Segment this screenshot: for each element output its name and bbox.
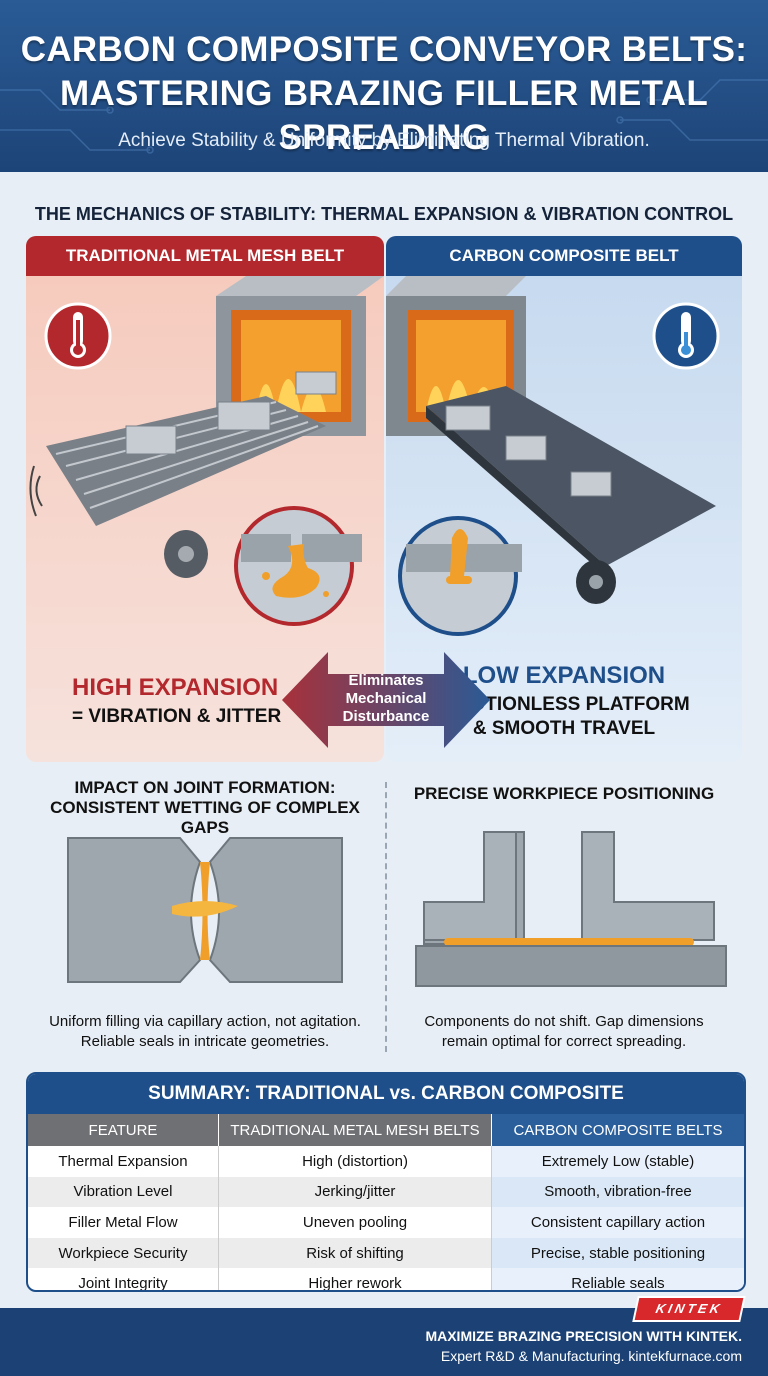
mesh-belt-illustration <box>29 371 337 578</box>
thermometer-cold-icon <box>652 302 720 370</box>
table-cell: High (distortion) <box>218 1146 492 1177</box>
low-expansion-subline-2: & SMOOTH TRAVEL <box>472 718 656 739</box>
high-expansion-headline: HIGH EXPANSION <box>72 674 279 701</box>
table-header-row: FEATURE TRADITIONAL METAL MESH BELTS CAR… <box>28 1114 744 1146</box>
arrow-line-2: Mechanical <box>345 690 427 707</box>
table-cell: Joint Integrity <box>78 1275 168 1292</box>
joint-gap-illustration <box>67 837 343 983</box>
joint-formation-heading: IMPACT ON JOINT FORMATION: CONSISTENT WE… <box>26 778 384 838</box>
table-cell: Consistent capillary action <box>491 1207 744 1238</box>
joint-caption-line-2: Reliable seals in intricate geometries. <box>80 1033 330 1050</box>
positioning-caption-line-2: remain optimal for correct spreading. <box>441 1033 687 1050</box>
footer-tagline: MAXIMIZE BRAZING PRECISION WITH KINTEK. <box>425 1328 742 1344</box>
double-arrow-icon <box>282 652 490 748</box>
carbon-belt-illustration <box>386 276 720 636</box>
arrow-line-3: Disturbance <box>342 708 430 725</box>
page-title: CARBON COMPOSITE CONVEYOR BELTS: MASTERI… <box>0 28 768 160</box>
joint-caption: Uniform filling via capillary action, no… <box>26 1012 384 1052</box>
low-expansion-subline-1: = MOTIONLESS PLATFORM <box>438 694 690 715</box>
summary-title: SUMMARY: TRADITIONAL vs. CARBON COMPOSIT… <box>28 1074 744 1114</box>
table-cell: Smooth, vibration-free <box>491 1176 744 1208</box>
header-banner <box>0 0 768 172</box>
table-row: Thermal Expansion High (distortion) Extr… <box>28 1146 744 1177</box>
table-cell: Workpiece Security <box>28 1237 219 1269</box>
positioning-caption: Components do not shift. Gap dimensions … <box>386 1012 742 1052</box>
table-cell: Higher rework <box>218 1268 492 1290</box>
table-cell: Uneven pooling <box>218 1207 492 1238</box>
positioning-caption-line-1: Components do not shift. Gap dimensions <box>424 1013 704 1030</box>
circuit-pattern <box>0 79 768 154</box>
thermometer-hot-icon <box>44 302 112 370</box>
table-row: Workpiece Security Risk of shifting Prec… <box>28 1237 744 1269</box>
table-cell: Filler Metal Flow <box>68 1213 178 1231</box>
table-cell: Extremely Low (stable) <box>491 1146 744 1177</box>
high-expansion-subline: = VIBRATION & JITTER <box>72 706 282 727</box>
traditional-belt-illustration <box>29 276 384 626</box>
joint-heading-line-2: CONSISTENT WETTING OF COMPLEX GAPS <box>50 798 360 837</box>
low-expansion-headline: LOW EXPANSION <box>462 662 666 689</box>
uneven-filler-zoom <box>234 506 362 626</box>
table-cell: Precise, stable positioning <box>491 1237 744 1269</box>
table-cell: Risk of shifting <box>218 1237 492 1269</box>
table-row: Vibration Level Jerking/jitter Smooth, v… <box>28 1176 744 1208</box>
table-cell: Vibration Level <box>28 1176 219 1208</box>
page-subtitle: Achieve Stability & Uniformity by Elimin… <box>118 130 650 151</box>
summary-table-card: SUMMARY: TRADITIONAL vs. CARBON COMPOSIT… <box>26 1072 746 1292</box>
positioning-heading: PRECISE WORKPIECE POSITIONING <box>413 784 715 803</box>
table-cell: Thermal Expansion <box>58 1152 188 1170</box>
traditional-belt-label: TRADITIONAL METAL MESH BELT <box>26 236 384 276</box>
summary-table: FEATURE TRADITIONAL METAL MESH BELTS CAR… <box>28 1114 744 1292</box>
arrow-line-1: Eliminates <box>348 672 424 689</box>
mechanics-heading: THE MECHANICS OF STABILITY: THERMAL EXPA… <box>34 204 734 224</box>
section-divider <box>385 782 387 1052</box>
table-cell: Reliable seals <box>491 1268 744 1290</box>
carbon-belt-panel: CARBON COMPOSITE BELT <box>386 236 742 762</box>
joint-caption-line-1: Uniform filling via capillary action, no… <box>49 1013 361 1030</box>
table-row: Filler Metal Flow Uneven pooling Consist… <box>28 1207 744 1238</box>
footer-website[interactable]: Expert R&D & Manufacturing. kintekfurnac… <box>440 1348 742 1364</box>
table-row: Joint Integrity Higher rework Reliable s… <box>28 1268 744 1292</box>
joint-heading-line-1: IMPACT ON JOINT FORMATION: <box>74 778 336 797</box>
smooth-filler-zoom <box>398 516 522 636</box>
column-header-carbon: CARBON COMPOSITE BELTS <box>491 1114 744 1146</box>
table-cell: Jerking/jitter <box>218 1176 492 1208</box>
carbon-belt-label: CARBON COMPOSITE BELT <box>386 236 742 276</box>
kintek-logo[interactable]: KINTEK <box>634 1298 744 1320</box>
arrow-caption: Eliminates Mechanical Disturbance <box>282 672 490 726</box>
carbon-belt-body <box>426 386 716 604</box>
title-line-1: CARBON COMPOSITE CONVEYOR BELTS: <box>20 30 748 69</box>
column-header-traditional: TRADITIONAL METAL MESH BELTS <box>218 1114 492 1146</box>
column-header-feature: FEATURE <box>28 1114 219 1146</box>
positioning-illustration <box>415 831 727 987</box>
title-line-2: MASTERING BRAZING FILLER METAL SPREADING <box>59 74 709 157</box>
